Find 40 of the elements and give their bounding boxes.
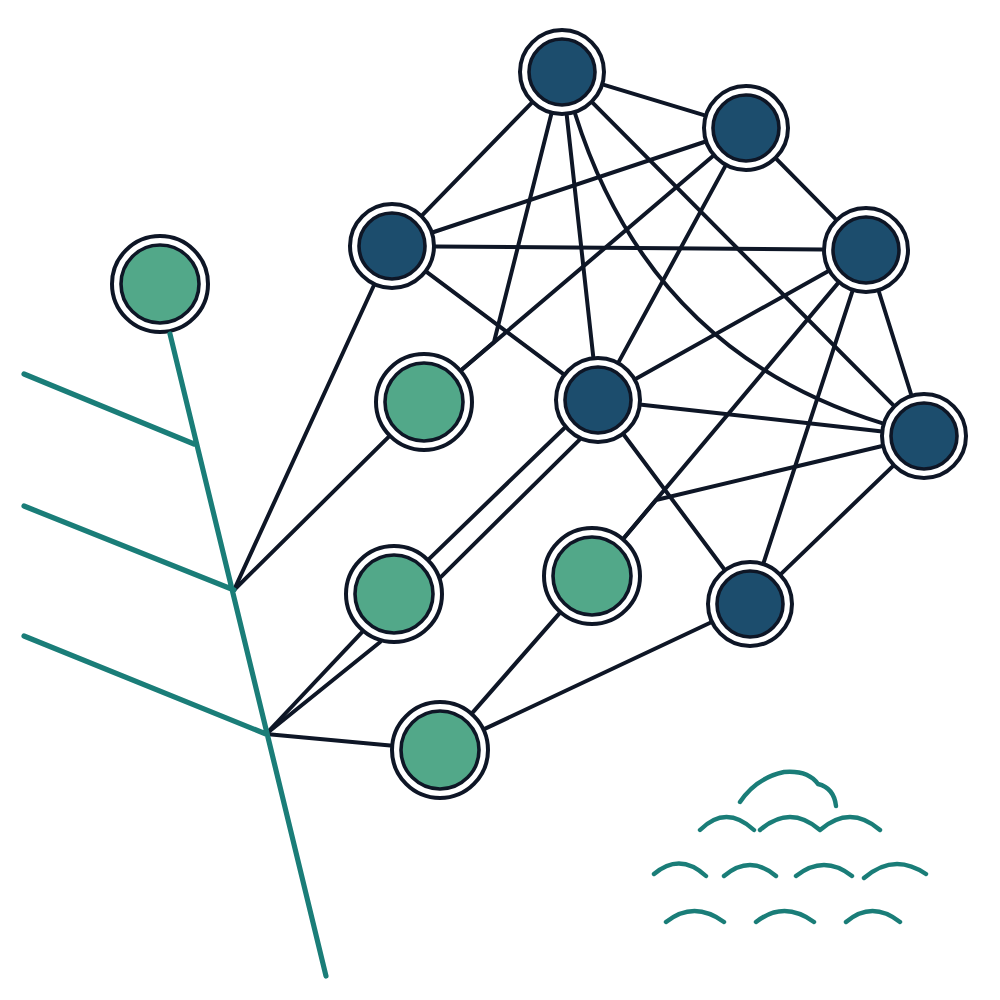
connector-line: [232, 435, 391, 592]
connector-line: [591, 101, 895, 407]
connector-line: [761, 289, 855, 565]
connector-line: [573, 112, 884, 426]
connector-line: [564, 113, 596, 359]
connector-line: [634, 269, 830, 381]
network-node: [518, 28, 606, 116]
network-node: [880, 392, 968, 480]
connector-line: [602, 82, 706, 118]
network-node: [702, 84, 790, 172]
connector-line: [232, 284, 376, 592]
network-node: [348, 202, 436, 290]
connector-line: [264, 640, 383, 736]
connector-line: [622, 433, 726, 571]
connector-line: [483, 620, 713, 731]
branch-stem: [20, 328, 332, 980]
network-node: [822, 206, 910, 294]
connector-line: [431, 140, 707, 234]
network-node: [374, 352, 474, 452]
connector-line: [470, 611, 562, 715]
network-node: [110, 234, 210, 334]
connector-line: [779, 464, 895, 576]
connector-line: [425, 270, 565, 376]
connector-line: [460, 154, 715, 372]
network-node: [390, 700, 490, 800]
connector-line: [434, 244, 824, 252]
connector-line: [774, 157, 838, 221]
connector-line: [877, 290, 913, 396]
connector-line: [420, 101, 534, 217]
network-node: [344, 544, 444, 644]
connector-line: [617, 164, 727, 364]
network-node: [706, 560, 794, 648]
connector-line: [639, 402, 883, 434]
connector-line: [264, 732, 393, 748]
network-node: [542, 526, 642, 626]
connector-line: [427, 426, 567, 561]
connector-line: [622, 444, 884, 540]
connector-line: [460, 112, 554, 372]
network-node: [554, 356, 642, 444]
connector-line: [439, 437, 582, 579]
